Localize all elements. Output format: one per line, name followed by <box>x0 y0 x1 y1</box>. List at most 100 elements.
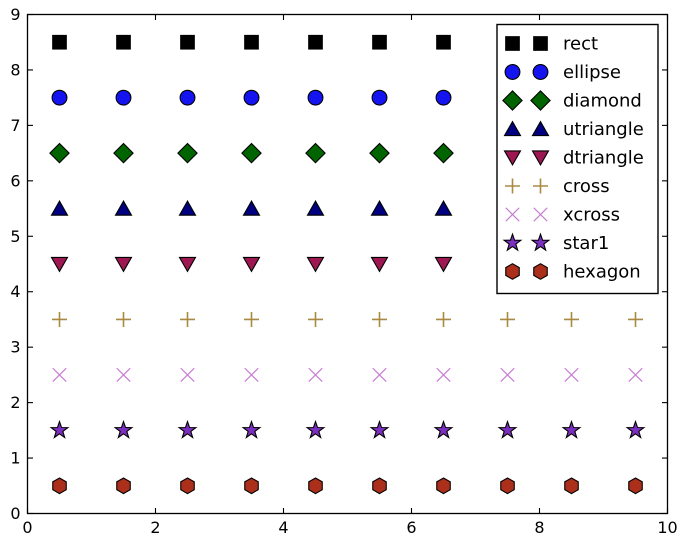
ellipse-glyph <box>532 64 549 80</box>
legend-label: rect <box>563 34 598 55</box>
diamond-glyph <box>502 90 523 111</box>
marker-ellipse <box>307 89 324 106</box>
marker-xcross <box>52 367 67 383</box>
dtriangle-glyph <box>178 256 197 273</box>
legend-entry-utriangle: utriangle <box>503 119 644 140</box>
marker-utriangle <box>531 120 550 137</box>
xcross-glyph <box>180 367 195 383</box>
marker-star1 <box>49 419 70 439</box>
legend-entry-rect: rect <box>505 34 598 55</box>
marker-hexagon <box>505 263 520 280</box>
marker-star1 <box>561 419 582 439</box>
y-tick-label: 3 <box>10 338 20 357</box>
hexagon-glyph <box>308 477 323 495</box>
cross-glyph <box>372 311 387 327</box>
rect-glyph <box>116 34 131 50</box>
legend-label: hexagon <box>563 262 641 283</box>
marker-star1 <box>369 419 390 439</box>
marker-diamond <box>433 142 454 164</box>
xcross-glyph <box>116 367 131 383</box>
marker-utriangle <box>370 200 389 216</box>
legend-entry-hexagon: hexagon <box>505 262 641 283</box>
y-tick-label: 4 <box>10 282 20 301</box>
marker-dtriangle <box>370 256 389 273</box>
utriangle-glyph <box>531 120 550 137</box>
y-tick-label: 8 <box>10 60 20 79</box>
marker-hexagon <box>533 263 548 280</box>
marker-cross <box>436 311 451 327</box>
diamond-glyph <box>433 142 454 164</box>
legend-label: diamond <box>563 91 642 112</box>
series-hexagon <box>52 477 643 495</box>
marker-cross <box>180 311 195 327</box>
y-tick-label: 2 <box>10 393 20 412</box>
marker-hexagon <box>116 477 131 495</box>
dtriangle-glyph <box>114 256 133 273</box>
star1-glyph <box>530 232 551 252</box>
marker-hexagon <box>244 477 259 495</box>
legend-label: utriangle <box>563 119 644 140</box>
diamond-glyph <box>369 142 390 164</box>
legend-label: xcross <box>563 205 620 226</box>
utriangle-glyph <box>503 120 522 137</box>
marker-star1 <box>177 419 198 439</box>
marker-dtriangle <box>434 256 453 273</box>
star1-glyph <box>497 419 518 439</box>
marker-diamond <box>530 90 551 111</box>
marker-ellipse <box>371 89 388 106</box>
diamond-glyph <box>530 90 551 111</box>
marker-rect <box>180 34 195 50</box>
rect-glyph <box>52 34 67 50</box>
cross-glyph <box>505 178 520 194</box>
star1-glyph <box>625 419 646 439</box>
ellipse-glyph <box>504 64 521 80</box>
marker-hexagon <box>500 477 515 495</box>
utriangle-glyph <box>178 200 197 216</box>
marker-hexagon <box>52 477 67 495</box>
marker-cross <box>372 311 387 327</box>
dtriangle-glyph <box>306 256 325 273</box>
y-tick-label: 1 <box>10 449 20 468</box>
marker-dtriangle <box>242 256 261 273</box>
utriangle-glyph <box>242 200 261 216</box>
marker-utriangle <box>434 200 453 216</box>
ellipse-glyph <box>435 89 452 106</box>
y-tick-label: 6 <box>10 171 20 190</box>
marker-star1 <box>497 419 518 439</box>
marker-diamond <box>369 142 390 164</box>
cross-glyph <box>564 311 579 327</box>
xcross-glyph <box>244 367 259 383</box>
marker-hexagon <box>436 477 451 495</box>
star1-glyph <box>113 419 134 439</box>
marker-hexagon <box>180 477 195 495</box>
marker-star1 <box>305 419 326 439</box>
x-tick-label: 4 <box>278 518 288 537</box>
marker-xcross <box>308 367 323 383</box>
rect-glyph <box>505 36 520 51</box>
hexagon-glyph <box>628 477 643 495</box>
cross-glyph <box>628 311 643 327</box>
marker-rect <box>436 34 451 50</box>
utriangle-glyph <box>114 200 133 216</box>
diamond-glyph <box>113 142 134 164</box>
y-tick-label: 7 <box>10 116 20 135</box>
marker-star1 <box>241 419 262 439</box>
marker-xcross <box>533 207 548 222</box>
rect-glyph <box>533 36 548 51</box>
star1-glyph <box>49 419 70 439</box>
marker-diamond <box>177 142 198 164</box>
utriangle-glyph <box>306 200 325 216</box>
star1-glyph <box>433 419 454 439</box>
legend-label: ellipse <box>563 62 621 83</box>
utriangle-glyph <box>50 200 69 216</box>
marker-cross <box>505 178 520 194</box>
marker-rect <box>505 36 520 51</box>
marker-ellipse <box>532 64 549 80</box>
marker-diamond <box>113 142 134 164</box>
marker-ellipse <box>435 89 452 106</box>
ellipse-glyph <box>371 89 388 106</box>
diamond-glyph <box>241 142 262 164</box>
hexagon-glyph <box>244 477 259 495</box>
star1-glyph <box>502 232 523 252</box>
